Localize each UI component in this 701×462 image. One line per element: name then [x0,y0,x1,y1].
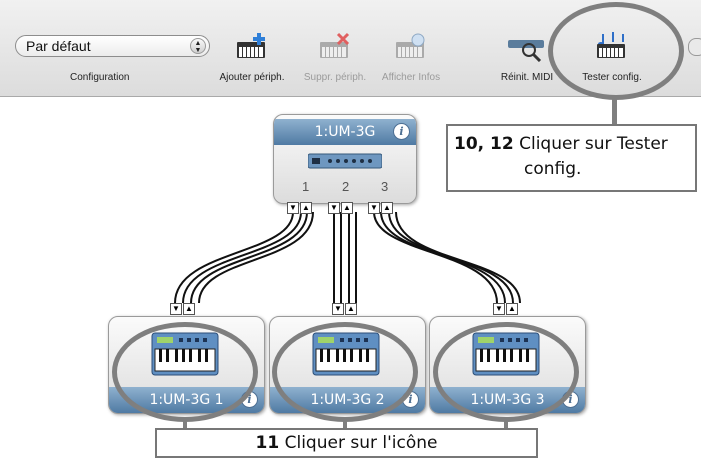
port-in-icon: ▲ [381,202,393,214]
reset-midi-icon [508,40,544,62]
port-in-icon: ▲ [341,202,353,214]
port-out-icon: ▼ [287,202,299,214]
port-number-3: 3 [381,179,389,194]
port-out-icon: ▼ [368,202,380,214]
device-um3g-2[interactable]: 1:UM-3G 2 i [269,316,426,414]
info-icon[interactable]: i [402,391,419,408]
keyboard-icon [151,332,219,376]
device-um3g-1[interactable]: 1:UM-3G 1 i [108,316,265,414]
configuration-label: Configuration [70,72,130,83]
port-out-icon: ▼ [328,202,340,214]
icon-callout-step: 11 [255,433,280,453]
toolbar-overflow-control[interactable] [688,38,701,56]
port-out-icon: ▼ [170,303,182,315]
show-info-label: Afficher Infos [381,72,441,83]
add-device-icon [237,33,265,58]
add-device-button[interactable]: Ajouter périph. [208,32,296,83]
test-callout-connector [612,98,617,124]
configuration-select-value: Par défaut [26,38,91,54]
info-icon[interactable]: i [562,391,579,408]
test-callout-line1: Cliquer sur Tester [519,134,668,154]
test-callout-step: 10, 12 [454,134,514,154]
test-callout-line2: config. [524,159,582,179]
device-um3g-3[interactable]: 1:UM-3G 3 i [429,316,586,414]
remove-device-button[interactable]: Suppr. périph. [298,32,372,83]
device-1-port[interactable]: ▼▲ [170,303,196,315]
midi-interface-icon [308,153,382,169]
test-setup-label: Tester config. [582,72,642,83]
port-number-2: 2 [342,179,350,194]
main-port-3[interactable]: ▼▲ [368,202,394,214]
test-setup-button[interactable]: Tester config. [568,32,656,83]
port-in-icon: ▲ [300,202,312,214]
show-info-button[interactable]: Afficher Infos [376,32,446,83]
configuration-select[interactable]: Par défaut ▲▼ [15,35,210,57]
remove-device-label: Suppr. périph. [303,72,367,83]
test-setup-callout: 10, 12 Cliquer sur Tester config. [446,124,697,192]
info-icon[interactable]: i [241,391,258,408]
show-info-icon [396,33,425,58]
select-arrows-icon: ▲▼ [190,38,206,54]
info-icon[interactable]: i [393,123,410,140]
device-3-port[interactable]: ▼▲ [493,303,519,315]
device-2-port[interactable]: ▼▲ [332,303,358,315]
keyboard-icon [312,332,380,376]
main-device-title: 1:UM-3G [274,119,416,145]
toolbar: Par défaut ▲▼ Configuration Ajouter péri… [0,0,701,97]
main-port-1[interactable]: ▼▲ [287,202,313,214]
icon-callout-connector-2 [343,420,347,430]
port-in-icon: ▲ [345,303,357,315]
port-number-1: 1 [302,179,310,194]
icon-callout-connector-1 [183,420,187,430]
click-icon-callout: 11 Cliquer sur l'icône [155,428,538,458]
test-setup-icon [597,32,625,58]
remove-device-icon [320,32,350,58]
port-out-icon: ▼ [493,303,505,315]
device-3-title: 1:UM-3G 3 [430,387,585,413]
icon-callout-text: Cliquer sur l'icône [284,433,438,453]
port-out-icon: ▼ [332,303,344,315]
main-device-um3g[interactable]: 1:UM-3G i 1 2 3 [273,114,417,204]
reset-midi-button[interactable]: Réinit. MIDI [492,32,562,83]
port-in-icon: ▲ [506,303,518,315]
reset-midi-label: Réinit. MIDI [500,72,554,83]
device-2-title: 1:UM-3G 2 [270,387,425,413]
port-in-icon: ▲ [183,303,195,315]
device-1-title: 1:UM-3G 1 [109,387,264,413]
add-device-label: Ajouter périph. [219,72,285,83]
keyboard-icon [472,332,540,376]
icon-callout-connector-3 [504,420,508,430]
main-port-2[interactable]: ▼▲ [328,202,354,214]
